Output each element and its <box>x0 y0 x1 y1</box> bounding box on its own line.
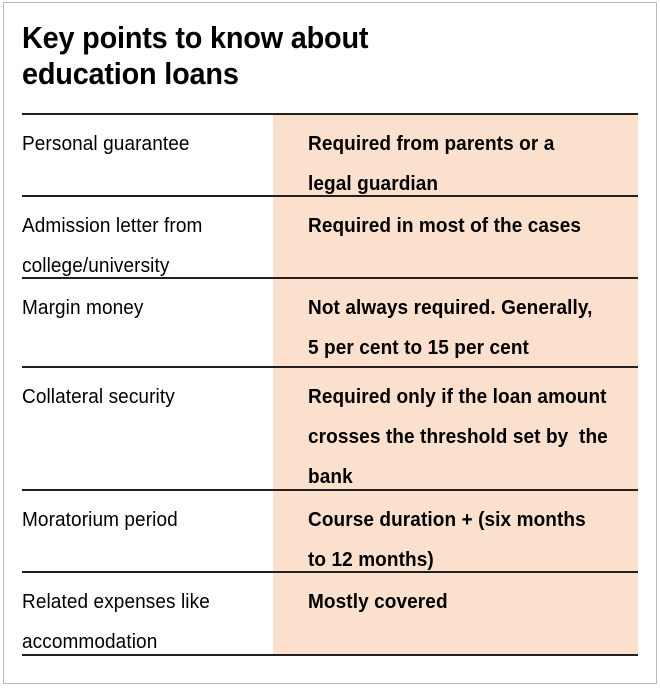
row-highlight-band <box>273 277 638 366</box>
row-label-line: Admission letter from <box>22 215 203 237</box>
row-label-cell: Moratorium period <box>22 500 267 540</box>
row-value-line: Required in most of the cases <box>308 215 582 237</box>
table-row: Margin money Not always required. General… <box>0 277 660 366</box>
row-divider <box>22 571 638 573</box>
row-value-line: crosses the threshold set by the <box>308 426 608 448</box>
table-row: Admission letter from college/university R… <box>0 195 660 277</box>
table-row: Personal guarantee Required from parents … <box>0 113 660 195</box>
row-label-line: college/university <box>22 255 170 277</box>
row-highlight-band <box>273 366 638 489</box>
table-row: Moratorium period Course duration + (six … <box>0 489 660 571</box>
title-line-2: education loans <box>22 56 239 91</box>
row-value-cell: Mostly covered <box>308 582 628 622</box>
row-divider <box>22 195 638 197</box>
row-value-line: Course duration + (six months <box>308 509 586 531</box>
row-divider <box>22 366 638 368</box>
row-value-line: legal guardian <box>308 173 439 195</box>
row-value-line: 5 per cent to 15 per cent <box>308 337 529 359</box>
row-label-cell: Related expenses like accommodation <box>22 582 267 662</box>
row-label-line: Moratorium period <box>22 509 178 531</box>
table-row: Collateral security Required only if the … <box>0 366 660 489</box>
row-divider <box>22 113 638 115</box>
row-label-cell: Admission letter from college/university <box>22 206 267 286</box>
row-label-line: Margin money <box>22 297 144 319</box>
row-value-line: Not always required. Generally, <box>308 297 593 319</box>
row-label-cell: Collateral security <box>22 377 267 417</box>
row-value-line: to 12 months) <box>308 549 434 571</box>
row-divider <box>22 277 638 279</box>
row-value-cell: Course duration + (six months to 12 month… <box>308 500 628 580</box>
row-label-cell: Margin money <box>22 288 267 328</box>
row-label-line: Personal guarantee <box>22 133 190 155</box>
row-value-line: Required only if the loan amount <box>308 386 607 408</box>
row-value-cell: Required from parents or a legal guardian <box>308 124 628 204</box>
row-label-line: Collateral security <box>22 386 175 408</box>
table-bottom-divider <box>22 654 638 656</box>
row-value-cell: Required in most of the cases <box>308 206 628 246</box>
row-value-cell: Required only if the loan amount crosses … <box>308 377 628 497</box>
title-line-1: Key points to know about <box>22 20 369 55</box>
row-value-line: Required from parents or a <box>308 133 555 155</box>
row-label-line: Related expenses like <box>22 591 210 613</box>
row-highlight-band <box>273 571 638 654</box>
row-label-line: accommodation <box>22 631 158 653</box>
table-row: Related expenses like accommodation Mostly… <box>0 571 660 654</box>
row-highlight-band <box>273 489 638 571</box>
row-highlight-band <box>273 195 638 277</box>
row-value-line: Mostly covered <box>308 591 448 613</box>
row-value-line: bank <box>308 466 353 488</box>
row-value-cell: Not always required. Generally, 5 per cen… <box>308 288 628 368</box>
row-divider <box>22 489 638 491</box>
row-highlight-band <box>273 113 638 195</box>
row-label-cell: Personal guarantee <box>22 124 267 164</box>
page-title: Key points to know about education loans <box>22 20 622 92</box>
